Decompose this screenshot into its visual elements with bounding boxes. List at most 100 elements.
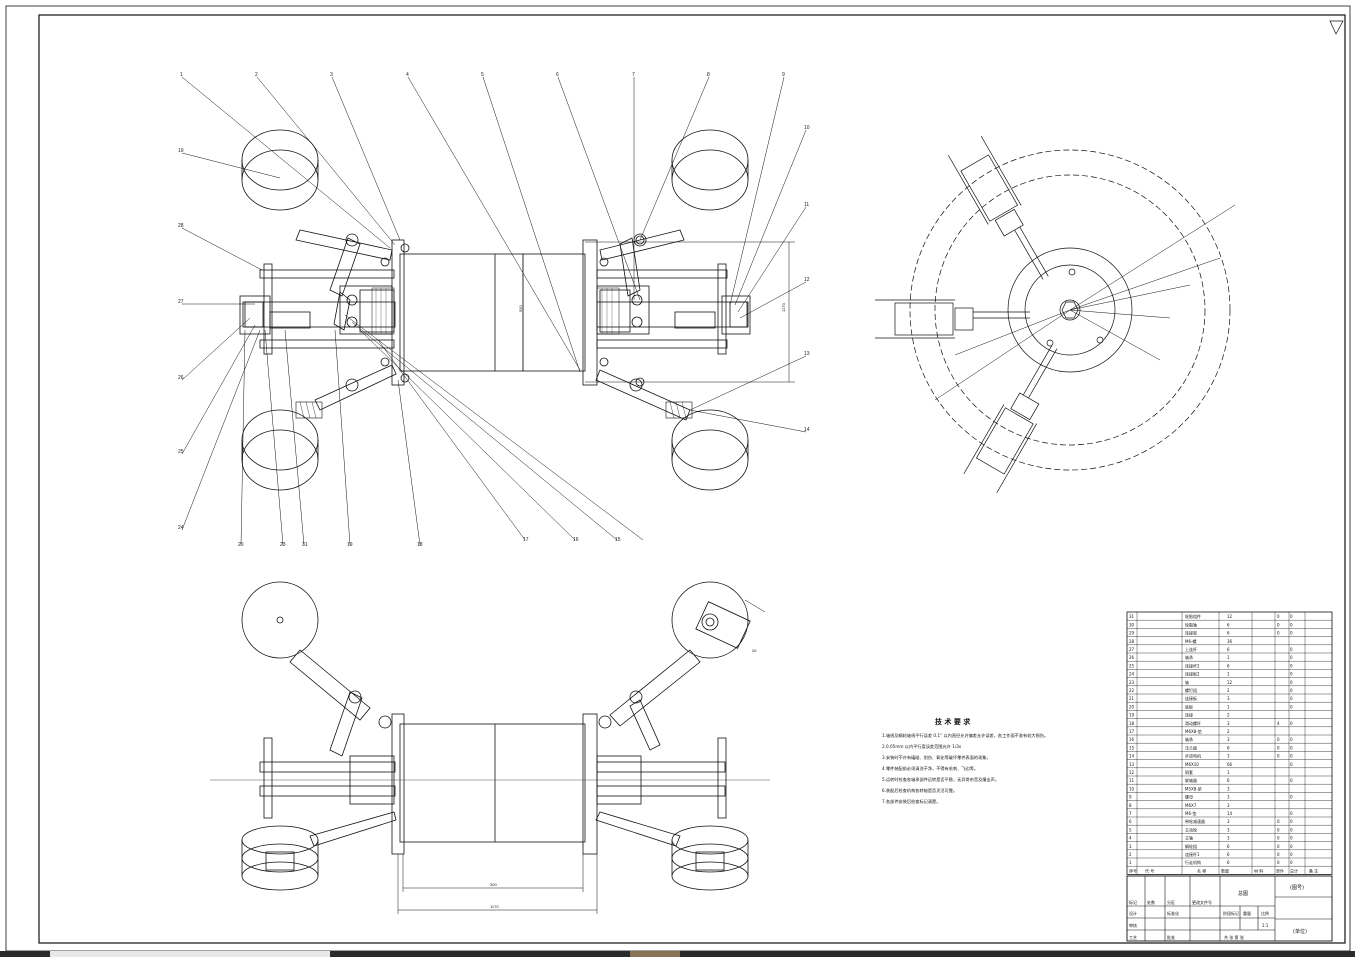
bom-cell: 3 [1227,696,1230,701]
bom-cell: 66 [1227,762,1233,767]
balloon-label: 15 [615,537,621,543]
bom-cell: 9 [1129,795,1132,800]
bom-cell: 28 [1129,639,1135,644]
bom-cell: 0 [1290,860,1293,865]
label-mark: 标记 [1129,899,1137,905]
bom-cell: 0 [1290,811,1293,816]
bom-cell: 0 [1277,745,1280,750]
label-design: 设计 [1129,910,1137,916]
bom-cell: 连接 [1185,712,1193,718]
bom-cell: 0 [1277,631,1280,636]
balloon-label: 2 [255,72,258,78]
bom-cell: 1 [1227,655,1230,660]
bom-cell: 0 [1290,647,1293,652]
bom-cell: 3 [1227,836,1230,841]
bom-cell: 连接架 [1185,630,1197,636]
bom-cell: 3 [1227,721,1230,726]
bom-cell: 连接板 [1185,695,1197,701]
bom-cell: 0 [1290,762,1293,767]
bom-cell: 6 [1227,778,1230,783]
bom-cell: 滑动螺杆 [1185,720,1201,726]
sheet-count: 共 张 第 张 [1224,934,1244,940]
balloon-label: 25 [178,449,184,455]
balloon-label: 17 [523,537,529,543]
bom-cell: 30 [1129,622,1135,627]
bom-cell: 0 [1290,836,1293,841]
label-review: 审核 [1129,922,1137,928]
taskbar-segment [50,951,330,957]
bom-cell: 主动轮 [1185,826,1197,832]
drawing-unit: (单位) [1293,928,1307,935]
notes-line: 2.0.05mm 以内平行度误差范围允许 1/3s [882,743,961,750]
balloon-label: 16 [573,537,579,543]
bom-cell: 1 [1227,704,1230,709]
bom-cell: 底板 [1185,703,1193,709]
bom-cell: 1 [1227,672,1230,677]
notes-title: 技 术 要 求 [935,717,971,726]
bom-cell: 2 [1227,713,1230,718]
bom-cell: 12 [1129,770,1135,775]
bom-cell: 13 [1129,762,1135,767]
dimension-label: 300 [490,882,497,887]
bom-cell: 0 [1277,860,1280,865]
bom-cell: 3 [1227,754,1230,759]
bom-cell: 带轮减速器 [1185,818,1205,824]
bom-cell: 0 [1290,688,1293,693]
bom-cell: 0 [1277,614,1280,619]
bom-cell: 轴承 [1185,736,1193,742]
title-block [1126,875,1333,942]
bom-cell: 19 [1129,713,1135,718]
bom-cell: 0 [1290,680,1293,685]
bom-cell: 0 [1290,614,1293,619]
bom-cell: 6 [1227,860,1230,865]
balloon-label: 11 [804,202,809,208]
label-change: 更改文件号 [1192,899,1212,905]
balloon-label: 4 [406,72,409,78]
bom-cell: 0 [1277,737,1280,742]
bom-cell: 步进电机 [1185,753,1201,759]
balloon-label: 28 [178,223,184,229]
balloon-label: 8 [707,72,710,78]
bom-cell: 0 [1277,844,1280,849]
bom-cell: M6-螺 [1185,638,1196,644]
bom-cell: 0 [1290,631,1293,636]
bom-cell: 3 [1129,844,1132,849]
sheet-border-inner [38,14,1346,944]
bom-cell: 0 [1277,827,1280,832]
bom-cell: 0 [1290,672,1293,677]
bom-cell: 0 [1290,795,1293,800]
bom-cell: 蜗轮组 [1185,843,1197,849]
bom-cell: 螺母 [1185,794,1193,800]
bom-cell: 10 [1129,786,1135,791]
bom-cell: 0 [1277,754,1280,759]
bom-cell: 36 [1227,639,1233,644]
balloon-labels-top: 1 2 3 4 5 6 7 8 9 10 11 12 13 14 19 28 2… [178,72,810,548]
balloon-label: 14 [804,427,810,433]
label-count: 处数 [1147,899,1155,905]
bom-cell: 5 [1129,827,1132,832]
bom-cell: 螺钉组 [1185,687,1197,693]
bom-cell: 轮毂轴 [1185,621,1197,627]
notes-line: 7.各部件安装后检查标记清楚。 [882,798,940,805]
balloon-label: 9 [782,72,785,78]
balloon-label: 10 [804,125,810,131]
bom-cell: 14 [1129,754,1135,759]
dimension-label: 26 [752,648,757,653]
radial-view [875,135,1236,494]
technical-notes: 技 术 要 求 1.轴线及蜗轮轴线平行误差 0.1° 以内直径允许偏差允许误差，… [882,717,1048,805]
label-process: 工艺 [1129,935,1137,940]
bom-header-cell: 序号 [1129,867,1137,873]
bom-cell: 上连杆 [1185,646,1197,652]
ratio-label: 比例 [1261,910,1269,916]
bom-cell: 0 [1290,852,1293,857]
bom-cell: 2 [1227,729,1230,734]
bom-cell: 20 [1129,704,1135,709]
drawing-number: (图号) [1290,885,1304,891]
bom-cell: M6X7 [1185,803,1197,808]
bom-cell: 0 [1277,819,1280,824]
bom-cell: 0 [1290,844,1293,849]
balloon-label: 20 [238,542,244,548]
bom-cell: 6 [1227,622,1230,627]
bom-cell: 17 [1129,729,1135,734]
